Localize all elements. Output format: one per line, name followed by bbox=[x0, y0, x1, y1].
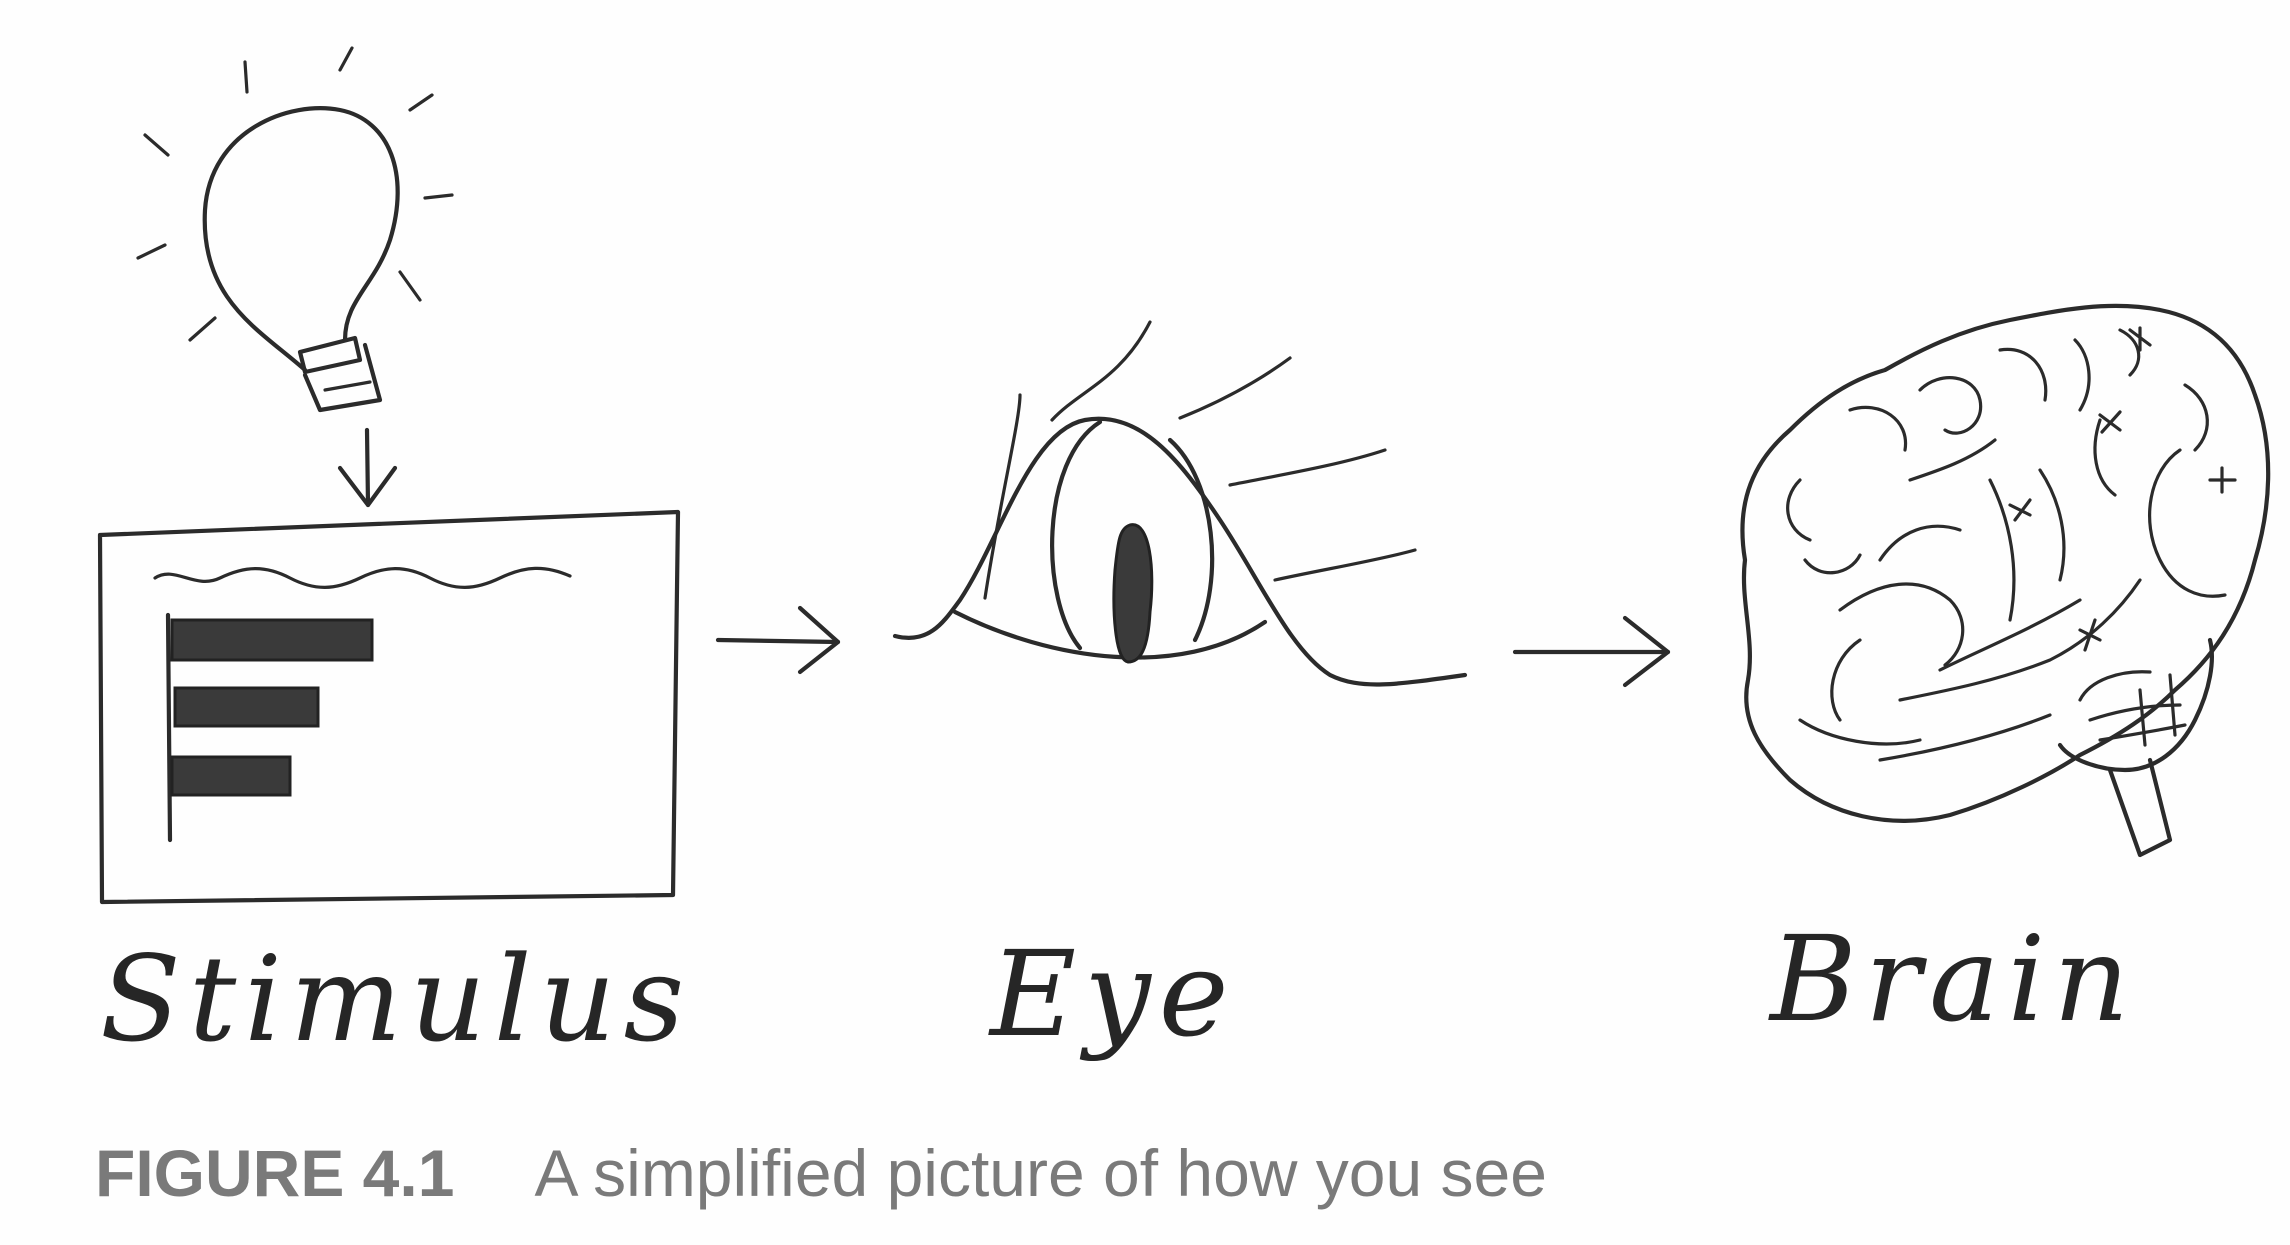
arrow-right-icon bbox=[715, 605, 841, 675]
figure-number: FIGURE 4.1 bbox=[95, 1136, 455, 1210]
figure-caption-text: A simplified picture of how you see bbox=[534, 1136, 1547, 1210]
stimulus-bar-3 bbox=[170, 755, 292, 797]
stimulus-bar-1 bbox=[170, 618, 374, 662]
brain-label: Brain bbox=[1770, 910, 2138, 1048]
arrow-right-icon-2 bbox=[1512, 615, 1671, 688]
eye-label: Eye bbox=[990, 925, 1237, 1063]
light-bulb-icon bbox=[136, 46, 454, 413]
arrow-down-icon bbox=[337, 427, 398, 508]
stimulus-label: Stimulus bbox=[100, 930, 693, 1068]
stimulus-box bbox=[97, 509, 681, 905]
brain-icon bbox=[1740, 303, 2271, 858]
light-rays bbox=[136, 46, 454, 342]
eye-icon bbox=[892, 320, 1468, 687]
stimulus-bar-2 bbox=[173, 686, 320, 728]
